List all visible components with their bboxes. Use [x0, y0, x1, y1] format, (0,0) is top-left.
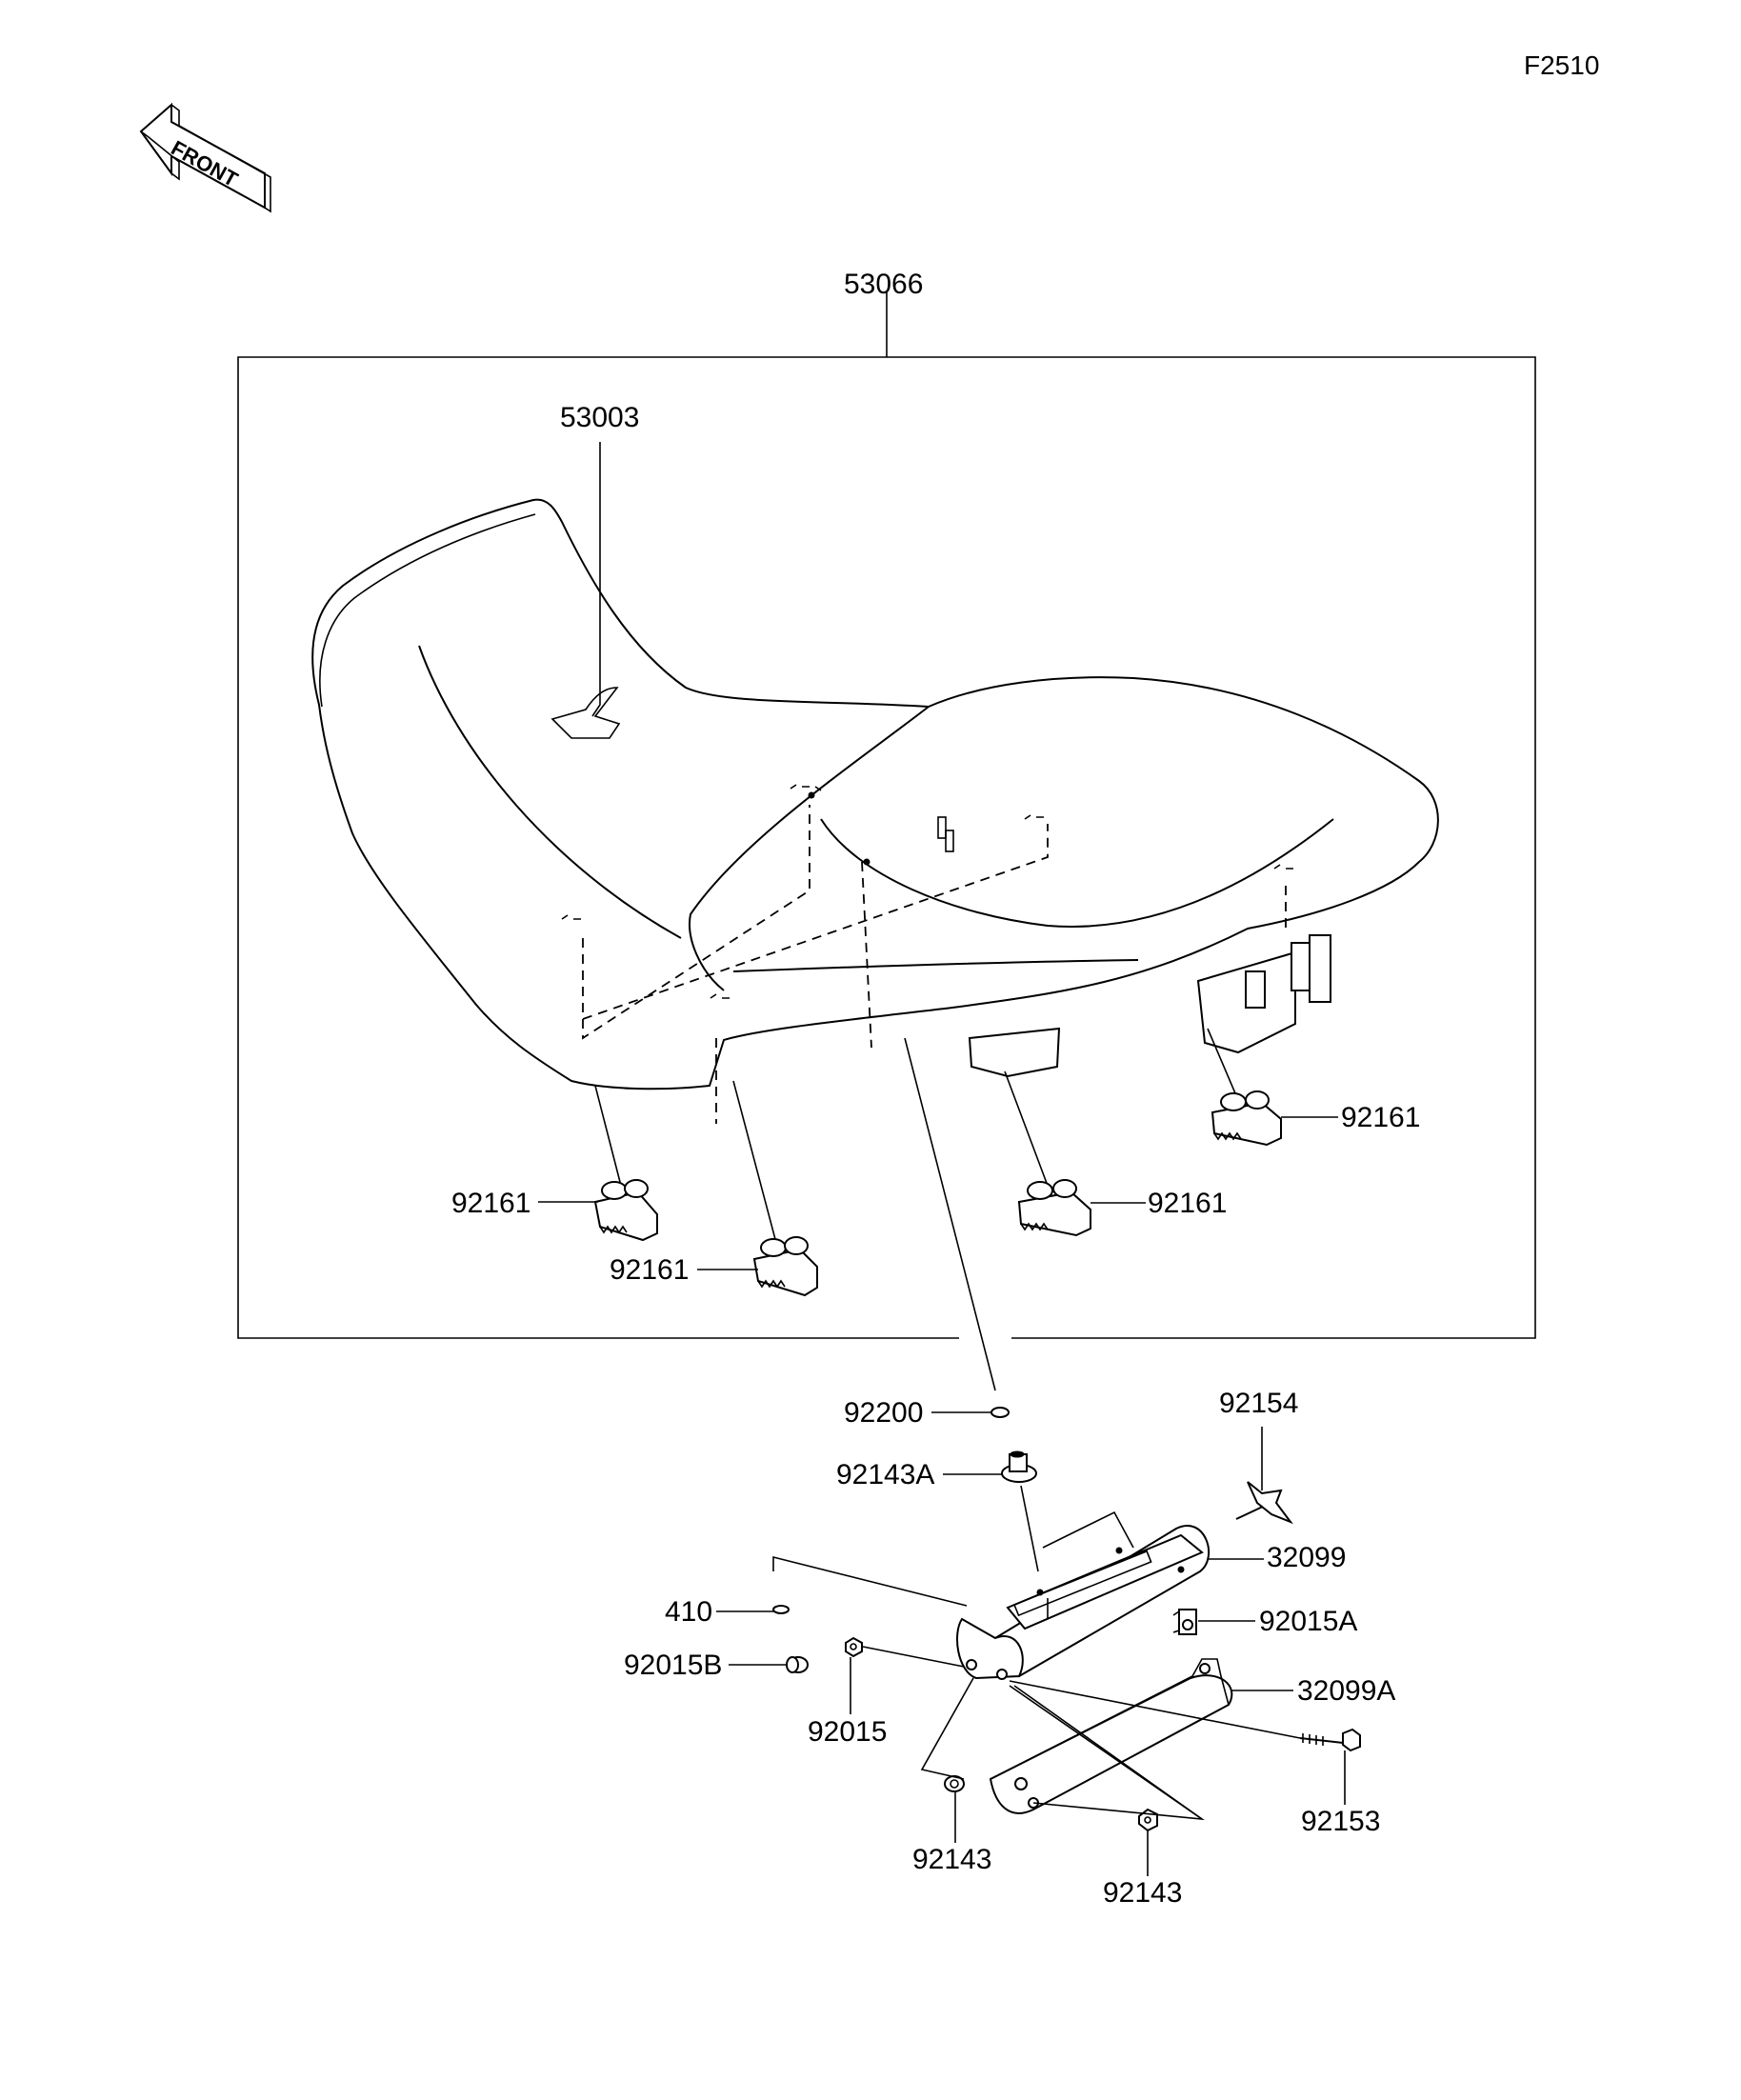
seat-assembly-frame: [237, 290, 1536, 1339]
label-92154: 92154: [1219, 1388, 1298, 1419]
label-53066: 53066: [844, 269, 923, 300]
label-92015B: 92015B: [624, 1650, 722, 1681]
label-32099: 32099: [1267, 1542, 1346, 1573]
grommet-92143A: [1001, 1450, 1037, 1483]
leader-410-bracket: [772, 1555, 968, 1607]
leader-92015-to-case: [862, 1646, 965, 1668]
tool-case-lid-32099A: [989, 1658, 1233, 1814]
clip-92015A: [1172, 1609, 1197, 1635]
front-arrow-icon: FRONT: [139, 102, 271, 213]
label-92161-lower: 92161: [610, 1254, 689, 1286]
label-92161-left: 92161: [451, 1188, 530, 1219]
leader-32099-bracket: [1042, 1510, 1134, 1549]
clip-leader-lines: [594, 1028, 1239, 1391]
leader-92153-to-case: [1009, 1680, 1301, 1739]
mounting-dashed-lines: [561, 784, 1293, 1124]
label-92143-left: 92143: [912, 1844, 991, 1875]
tool-case-32099: [956, 1525, 1210, 1680]
seat-53003: [311, 498, 1439, 1090]
nut-92015: [845, 1636, 863, 1658]
bolt-92153: [1299, 1728, 1361, 1752]
leader-92143-left-bracket: [920, 1677, 974, 1780]
label-92153: 92153: [1301, 1806, 1380, 1837]
leader-92143A-down: [1020, 1485, 1039, 1572]
clip-92161-lower: [752, 1236, 818, 1297]
label-92161-right: 92161: [1341, 1102, 1420, 1133]
nut-92015B: [786, 1656, 809, 1673]
wing-bolt-92154: [1235, 1481, 1293, 1525]
label-92143-right: 92143: [1103, 1877, 1182, 1909]
washer-92200: [991, 1407, 1010, 1418]
figure-id: F2510: [1524, 50, 1599, 80]
leader-53003: [591, 442, 601, 717]
clip-92161-left: [593, 1179, 658, 1242]
label-32099A: 32099A: [1297, 1675, 1395, 1707]
label-410: 410: [665, 1596, 712, 1628]
label-92015: 92015: [808, 1716, 887, 1748]
leader-92143-right-to-lid: [1013, 1685, 1203, 1820]
label-92143A: 92143A: [836, 1459, 934, 1490]
label-92015A: 92015A: [1259, 1606, 1357, 1637]
clip-92161-middle: [1017, 1179, 1091, 1237]
label-53003: 53003: [560, 402, 639, 433]
label-92200: 92200: [844, 1397, 923, 1429]
clip-92161-right: [1211, 1090, 1282, 1147]
clip-410: [772, 1605, 790, 1614]
label-92161-middle: 92161: [1148, 1188, 1227, 1219]
